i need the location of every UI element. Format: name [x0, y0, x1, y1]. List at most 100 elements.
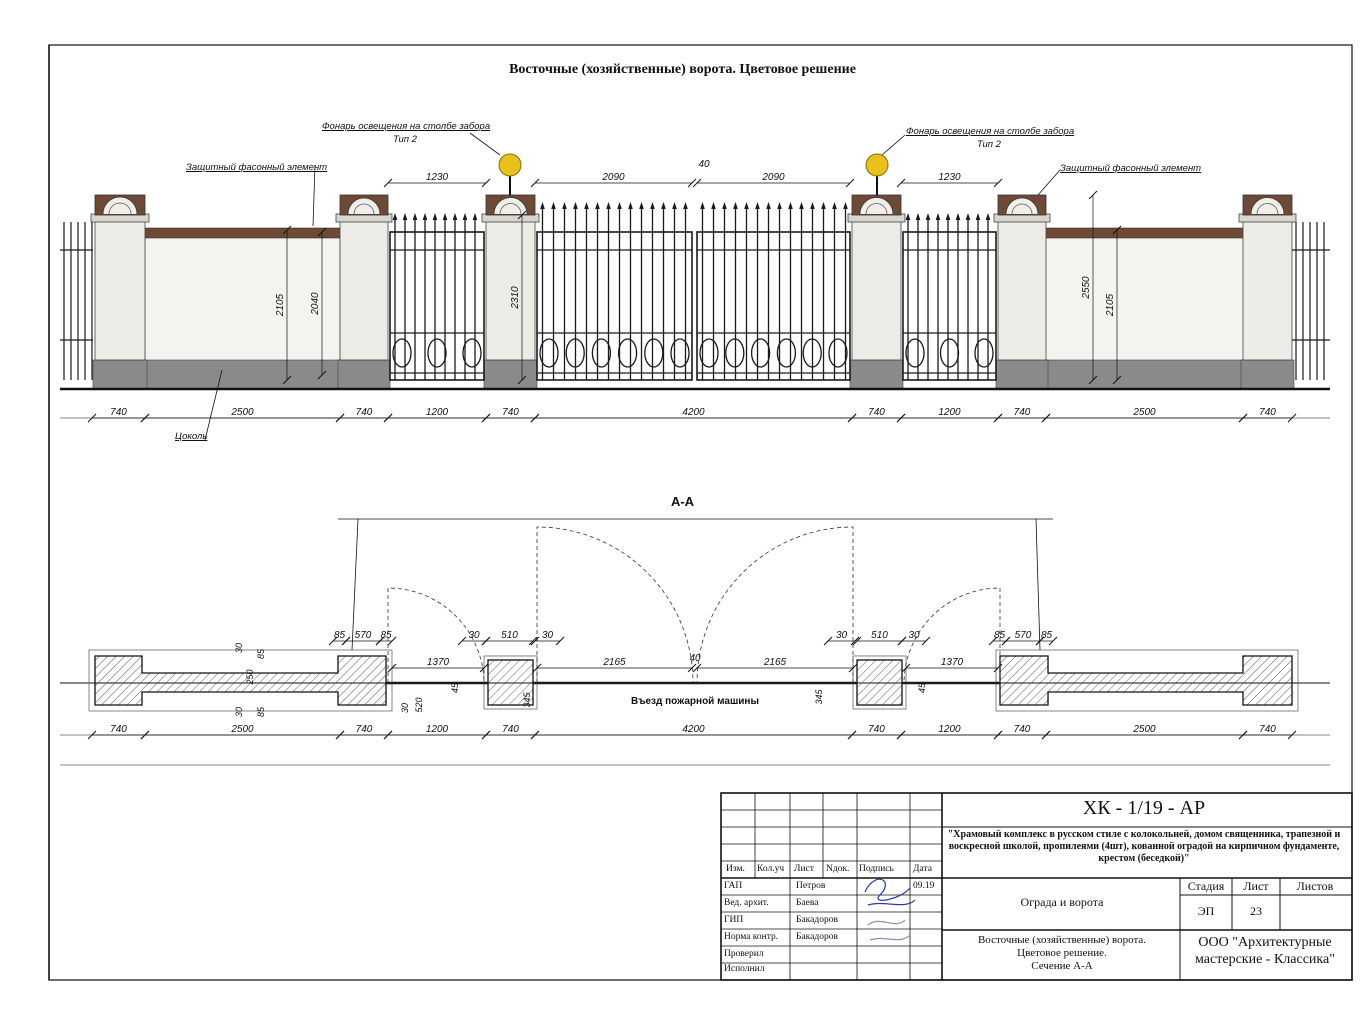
elev-dim-v-1-label: 2040	[310, 292, 321, 316]
section-dim-open-0-tick	[387, 663, 397, 673]
gate-leaf-left-spike	[672, 202, 677, 210]
gate-leaf-left-spike	[628, 202, 633, 210]
sheets-label: Листов	[1296, 879, 1334, 893]
section-dim-tl-5-tick	[555, 636, 565, 646]
gate-leaf-right-spike	[733, 202, 738, 210]
section-dim-open-0-tick	[479, 663, 489, 673]
section-dim-bottom-5-label: 4200	[682, 724, 705, 735]
lamp-globe-0	[498, 153, 522, 177]
stage-label: Стадия	[1187, 879, 1225, 893]
section-dim-gate-0-tick	[532, 663, 542, 673]
section-dim-tl-1-tick	[341, 636, 351, 646]
gate-leaf-right-ring	[725, 338, 745, 368]
section-dim-tr-4-label: 570	[1015, 630, 1032, 641]
gate-leaf-right-spike	[711, 202, 716, 210]
pillar-arch-5	[1250, 197, 1285, 215]
section-dim-open-1-tick	[901, 663, 911, 673]
section-dim-tr-5-label: 85	[1041, 630, 1053, 641]
pillar-arch-0	[102, 196, 138, 215]
elev-dim-v-2-tick	[517, 375, 527, 385]
wicket-right-spike	[905, 213, 911, 221]
project-code: ХК - 1/19 - АР	[1082, 797, 1206, 819]
lamp-type-left: Тип 2	[393, 134, 417, 145]
elev-dim-v-3-tick	[1088, 190, 1098, 200]
section-dim-tr-2-tick	[897, 636, 907, 646]
section-dim-tr-3-label: 85	[994, 630, 1006, 641]
section-dim-bottom-8-label: 740	[1014, 724, 1031, 735]
wall-left-plinth	[144, 359, 341, 390]
elev-dim-bottom-5-label: 4200	[682, 407, 705, 418]
elev-dim-top-4-tick	[896, 178, 906, 188]
hdr-podpis: Подпись	[859, 864, 894, 874]
gate-leaf-right-spike	[788, 202, 793, 210]
elev-dim-v-0-label: 2105	[275, 293, 286, 317]
gate-leaf-right-spike	[821, 202, 826, 210]
section-dim-bottom-10-label: 740	[1259, 724, 1276, 735]
section-dim-tr-2-tick	[921, 636, 931, 646]
gate-leaf-left-spike	[540, 202, 545, 210]
elev-dim-top-2: 40	[698, 159, 710, 170]
leader-plinth	[204, 369, 223, 441]
gate-leaf-right-spike	[755, 202, 760, 210]
wicket-right-frame	[902, 231, 997, 381]
section-dim-bottom-0-label: 740	[110, 724, 127, 735]
gate-leaf-left-spike	[584, 202, 589, 210]
gate-leaf-left-spike	[617, 202, 622, 210]
section-dim-bottom-6-label: 740	[868, 724, 885, 735]
section-dim-tl-3-tick	[457, 636, 467, 646]
elev-dim-top-3-tick	[845, 178, 855, 188]
leader-lamp-right	[881, 134, 906, 156]
leader-lamp-left	[469, 132, 501, 156]
section-dim-tl-2-tick	[375, 636, 385, 646]
lamp-globe-1	[865, 153, 889, 177]
elev-dim-bottom-3-label: 1200	[426, 407, 449, 418]
wicket-right-spike	[915, 213, 921, 221]
elev-dim-bottom-0-label: 740	[110, 407, 127, 418]
elev-dim-top-4-label: 1230	[938, 172, 961, 183]
wicket-right-ring	[905, 338, 925, 368]
section-dim-small-7: 45	[450, 682, 460, 693]
pillar-base-5	[1240, 359, 1295, 390]
elev-dim-bottom-2-label: 740	[356, 407, 373, 418]
section-edge-left	[351, 518, 359, 651]
gate-leaf-right-ring	[828, 338, 848, 368]
elev-dim-v-2-label: 2310	[510, 286, 521, 310]
section-dim-small-10: 45	[917, 682, 927, 693]
wall-right-coping	[1044, 227, 1246, 239]
hdr-list: Лист	[794, 864, 814, 874]
elev-dim-v-2-tick	[517, 210, 527, 220]
wicket-right-spike	[935, 213, 941, 221]
section-dim-tr-1-tick	[852, 636, 862, 646]
wall-left-coping	[144, 227, 341, 239]
pillar-arch-inner-3	[865, 203, 888, 215]
gate-leaf-right-ring	[699, 338, 719, 368]
date-0: 09.19	[913, 881, 935, 891]
hdr-izm: Изм.	[726, 864, 745, 874]
lamp-type-right: Тип 2	[977, 139, 1001, 150]
elev-dim-bottom-8-label: 740	[1014, 407, 1031, 418]
gate-leaf-right-spike	[799, 202, 804, 210]
elev-dim-v-3-tick	[1088, 375, 1098, 385]
project-description: "Храмовый комплекс в русском стиле с кол…	[947, 829, 1341, 864]
section-dim-tr-1-label: 510	[871, 630, 888, 641]
section-dim-tl-0-tick	[328, 636, 338, 646]
sheet-value: 23	[1250, 904, 1262, 918]
section-dim-tr-2-label: 30	[908, 630, 920, 641]
gate-leaf-left-spike	[650, 202, 655, 210]
gate-leaf-right-spike	[843, 202, 848, 210]
wicket-left-frame	[389, 231, 485, 381]
elev-dim-top-4-tick	[993, 178, 1003, 188]
wicket-right-spike	[965, 213, 971, 221]
swing-gate-left	[536, 526, 694, 684]
leader-protect-left	[312, 164, 316, 227]
section-dim-tl-2-tick	[387, 636, 397, 646]
role-5: Исполнил	[724, 964, 765, 974]
elev-dim-bottom-9-label: 2500	[1132, 407, 1156, 418]
section-dim-tr-0-tick	[850, 636, 860, 646]
section-dim-tr-0-label: 30	[836, 630, 848, 641]
pillar-shaft-0	[94, 219, 146, 361]
wicket-left-spike	[472, 213, 478, 221]
section-edge-right	[1035, 518, 1041, 651]
section-dim-tr-4-tick	[1001, 636, 1011, 646]
